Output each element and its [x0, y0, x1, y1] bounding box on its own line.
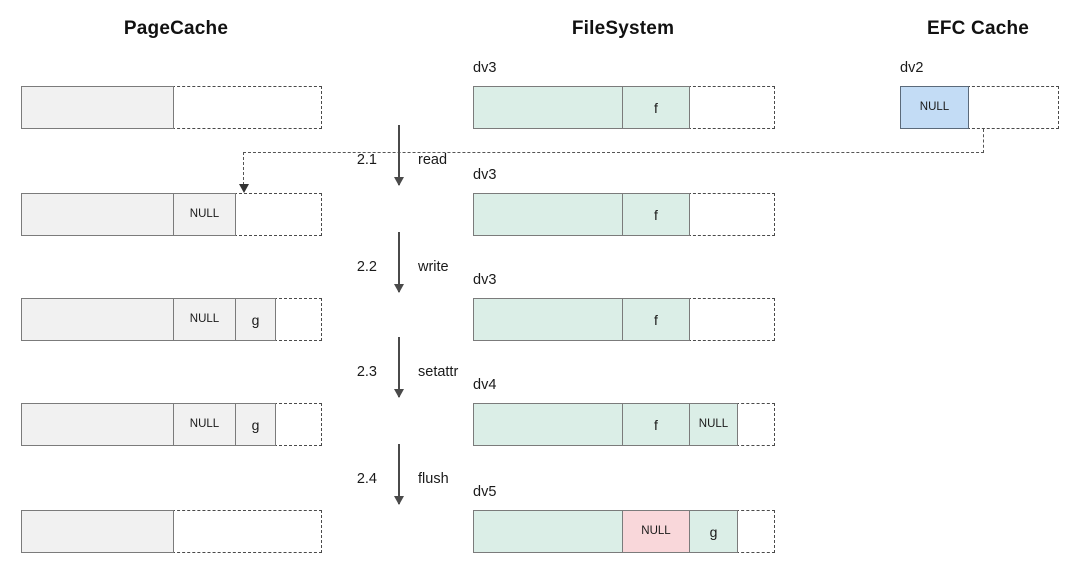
pagecache-cell-null: NULL — [173, 194, 235, 235]
column-header-efc-cache: EFC Cache — [926, 18, 1030, 39]
connector-vertical-efc — [983, 129, 984, 153]
column-header-pagecache: PageCache — [123, 18, 229, 39]
filesystem-cell-null: NULL — [622, 511, 689, 552]
capacity-outline — [688, 86, 775, 129]
pagecache-bar-1: NULL — [21, 193, 236, 236]
capacity-outline — [967, 86, 1059, 129]
capacity-outline — [688, 193, 775, 236]
step-arrow-2-3 — [398, 337, 400, 397]
capacity-outline — [274, 403, 322, 446]
filesystem-cell — [474, 299, 622, 340]
filesystem-cell-null: NULL — [689, 404, 737, 445]
pagecache-cell — [22, 87, 173, 128]
connector-arrowhead-icon — [238, 184, 249, 193]
step-label-read: read — [418, 152, 448, 168]
filesystem-cell-f: f — [622, 194, 689, 235]
capacity-outline — [172, 510, 322, 553]
connector-horizontal — [243, 152, 984, 153]
pagecache-cell — [22, 194, 173, 235]
efc-bar-0: NULL — [900, 86, 969, 129]
step-number-2-4: 2.4 — [356, 471, 377, 487]
step-label-write: write — [418, 259, 449, 275]
efc-cell-null: NULL — [901, 87, 968, 128]
version-tag: dv4 — [473, 377, 497, 393]
pagecache-cell-null: NULL — [173, 404, 235, 445]
filesystem-cell-f: f — [622, 299, 689, 340]
version-tag: dv5 — [473, 484, 497, 500]
filesystem-cell-f: f — [622, 87, 689, 128]
capacity-outline — [172, 86, 322, 129]
capacity-outline — [234, 193, 322, 236]
filesystem-cell-f: f — [622, 404, 689, 445]
filesystem-bar-0: f — [473, 86, 690, 129]
step-number-2-2: 2.2 — [356, 259, 377, 275]
filesystem-cell — [474, 404, 622, 445]
version-tag: dv3 — [473, 60, 497, 76]
step-arrow-2-4 — [398, 444, 400, 504]
step-number-2-1: 2.1 — [356, 152, 377, 168]
version-tag: dv3 — [473, 167, 497, 183]
step-arrow-2-2 — [398, 232, 400, 292]
filesystem-bar-4: NULL g — [473, 510, 738, 553]
step-label-setattr: setattr — [418, 364, 459, 380]
step-label-flush: flush — [418, 471, 449, 487]
capacity-outline — [736, 510, 775, 553]
capacity-outline — [736, 403, 775, 446]
pagecache-cell-g: g — [235, 404, 275, 445]
filesystem-bar-2: f — [473, 298, 690, 341]
filesystem-cell — [474, 194, 622, 235]
pagecache-bar-3: NULL g — [21, 403, 276, 446]
connector-vertical-pagecache — [243, 152, 244, 185]
column-header-filesystem: FileSystem — [571, 18, 675, 39]
pagecache-bar-4 — [21, 510, 174, 553]
filesystem-bar-3: f NULL — [473, 403, 738, 446]
pagecache-bar-2: NULL g — [21, 298, 276, 341]
filesystem-cell — [474, 87, 622, 128]
capacity-outline — [688, 298, 775, 341]
pagecache-bar-0 — [21, 86, 174, 129]
capacity-outline — [274, 298, 322, 341]
filesystem-bar-1: f — [473, 193, 690, 236]
filesystem-cell — [474, 511, 622, 552]
version-tag: dv3 — [473, 272, 497, 288]
pagecache-cell-null: NULL — [173, 299, 235, 340]
step-arrow-2-1 — [398, 125, 400, 185]
version-tag: dv2 — [900, 60, 924, 76]
filesystem-cell-g: g — [689, 511, 737, 552]
pagecache-cell — [22, 404, 173, 445]
pagecache-cell-g: g — [235, 299, 275, 340]
pagecache-cell — [22, 511, 173, 552]
pagecache-cell — [22, 299, 173, 340]
step-number-2-3: 2.3 — [356, 364, 377, 380]
